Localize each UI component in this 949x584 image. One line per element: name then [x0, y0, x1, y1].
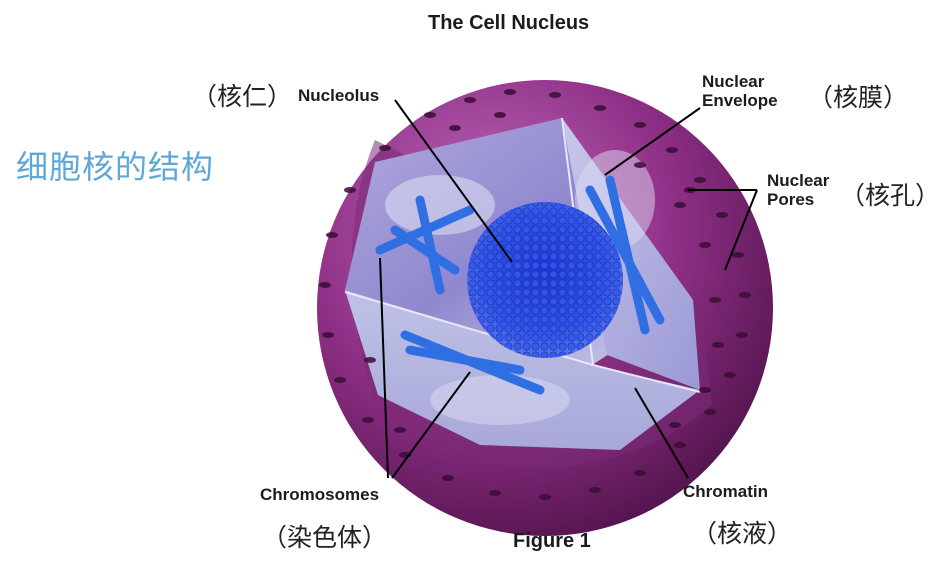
label-pores-line2: Pores	[767, 190, 815, 209]
chromosome	[415, 195, 445, 295]
label-chromatin-zh: （核液）	[692, 519, 793, 548]
interior-edge	[592, 364, 701, 393]
label-pores-line1: Nuclear	[767, 171, 830, 190]
label-chromosomes-en: Chromosomes	[260, 485, 380, 504]
chromosome	[605, 175, 650, 335]
label-envelope-line2: Envelope	[702, 91, 778, 110]
label-envelope-zh: （核膜）	[808, 83, 909, 112]
diagram-title: The Cell Nucleus	[428, 12, 590, 34]
label-chromosomes-zh: （染色体）	[262, 523, 388, 552]
label-nucleolus-zh: （核仁）	[192, 82, 293, 111]
chromosome	[390, 225, 460, 275]
nuclear-pores-group	[319, 89, 751, 500]
label-nucleolus-en: Nucleolus	[298, 86, 380, 105]
figure-caption: Figure 1	[513, 530, 591, 552]
label-envelope-en: Nuclear Envelope	[702, 72, 778, 110]
chromosome	[405, 345, 525, 375]
leader-chromatin	[634, 387, 689, 479]
chromosomes-group	[375, 175, 665, 395]
side-title: 细胞核的结构	[16, 148, 215, 186]
label-chromatin-en: Chromatin	[683, 482, 768, 501]
leader-chromosome-2	[391, 371, 471, 479]
leader-envelope	[604, 107, 701, 176]
leader-nucleolus	[394, 99, 513, 263]
leader-lines	[379, 99, 758, 479]
label-pores-en: Nuclear Pores	[767, 171, 829, 209]
leader-chromosome-1	[379, 257, 389, 479]
leader-pores-2	[724, 189, 758, 271]
label-envelope-line1: Nuclear	[702, 72, 765, 91]
nucleolus-beads	[467, 202, 623, 358]
label-pores-zh: （核孔）	[840, 181, 941, 210]
